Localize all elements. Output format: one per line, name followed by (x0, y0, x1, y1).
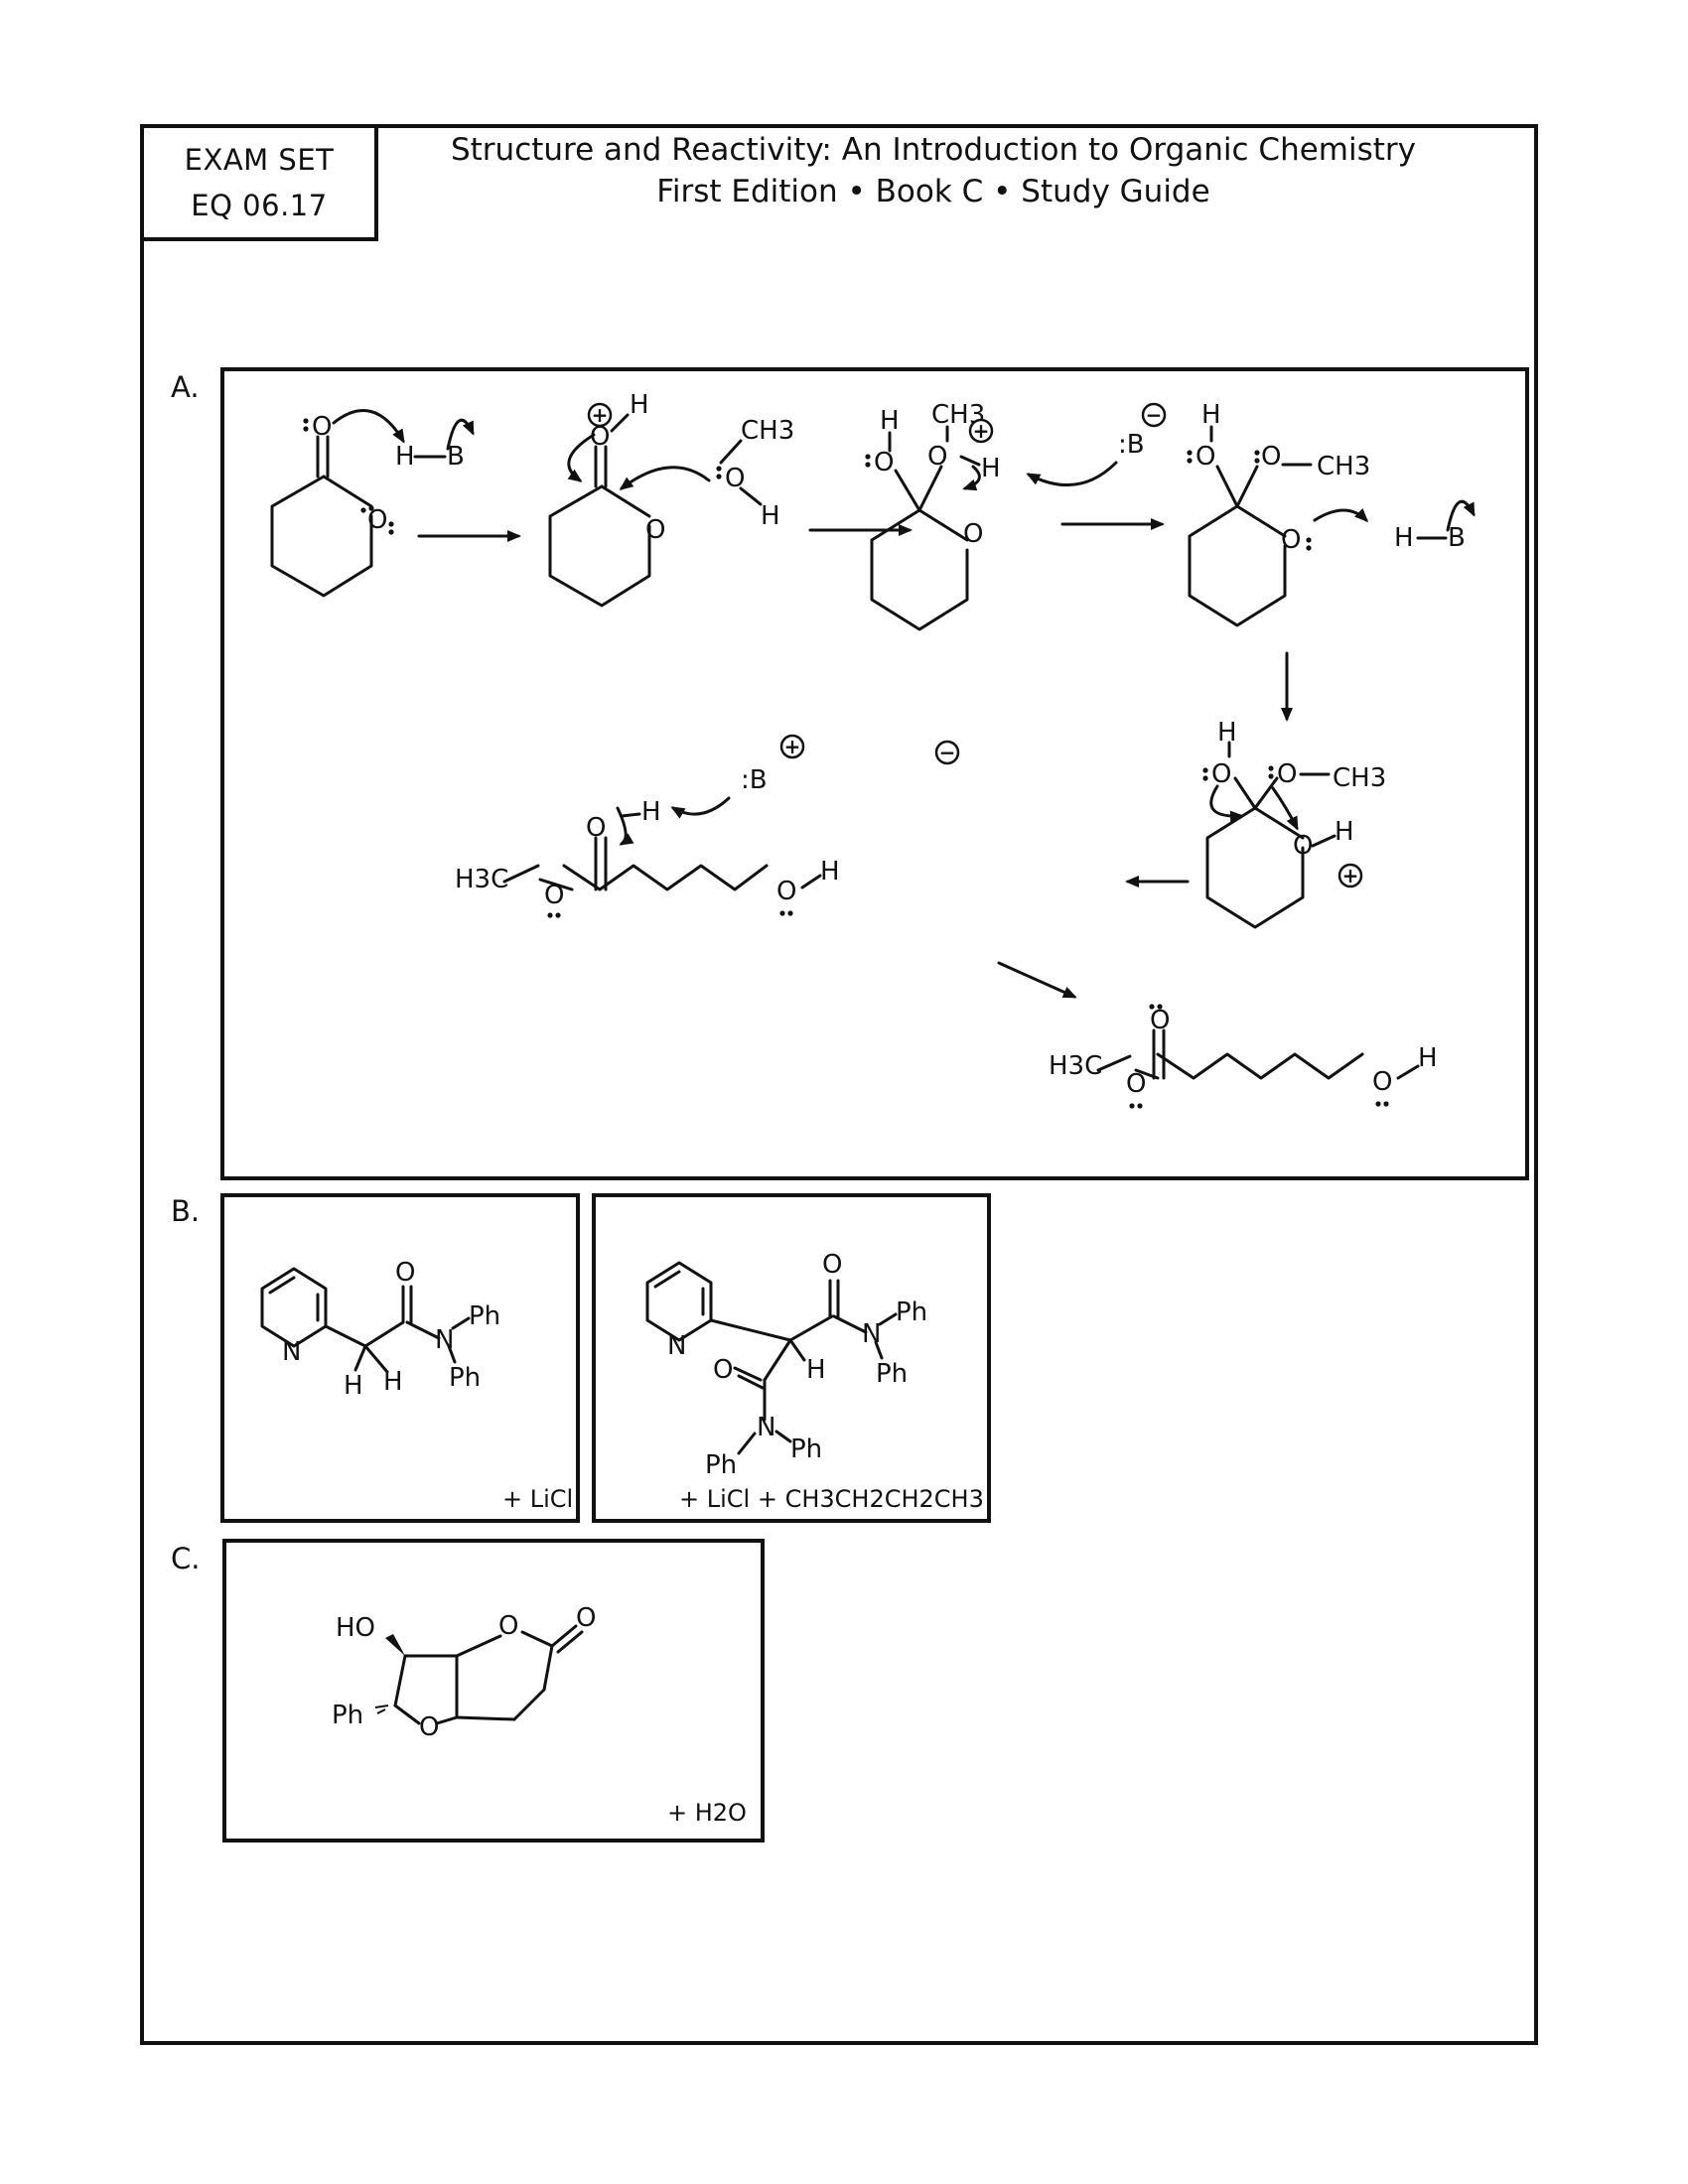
ring-1 (270, 475, 373, 598)
exam-code: EQ 06.17 (191, 189, 328, 222)
atom-o: O (1281, 525, 1301, 555)
panel-b-right: N O N Ph Ph H O N Ph Ph + LiCl + CH3CH2C… (592, 1193, 991, 1523)
mechanism-diagram: O O H B O H O O CH3 H H O O CH3 H O :B H… (270, 390, 1476, 1109)
chain-6 (562, 864, 769, 891)
atom-o: O (1293, 831, 1313, 861)
book-title: Structure and Reactivity: An Introductio… (450, 132, 1417, 168)
atom-h: H (395, 442, 415, 472)
atom-b: B (447, 442, 465, 472)
atom-o: O (498, 1611, 518, 1641)
atom-o: O (1126, 1069, 1146, 1099)
bicyclic-lactone-structure: HO O O O Ph (332, 1603, 596, 1742)
atom-h: H (1201, 400, 1221, 430)
atom-b: B (1448, 523, 1466, 553)
atom-h: H (820, 857, 840, 887)
plus-charge: + (1342, 864, 1359, 887)
atom-h: H (880, 406, 900, 436)
atom-b-anion: :B (741, 765, 768, 795)
atom-h: H (806, 1355, 826, 1385)
product-structure: N O N Ph Ph H O N Ph Ph (645, 1250, 927, 1480)
plus-charge: + (973, 419, 990, 443)
atom-o: O (1372, 1067, 1392, 1097)
atom-o: O (1261, 442, 1281, 472)
atom-o: O (874, 448, 894, 478)
byproduct-note: + H2O (667, 1799, 747, 1827)
atom-o: O (590, 422, 610, 452)
atom-h: H (1217, 718, 1237, 748)
atom-n: N (757, 1413, 775, 1442)
byproduct-note: + LiCl (502, 1485, 574, 1513)
plus-charge: + (592, 403, 609, 427)
atom-ph: Ph (705, 1450, 737, 1480)
atom-ph: Ph (469, 1301, 500, 1331)
byproduct-note: + LiCl + CH3CH2CH2CH3 (679, 1485, 984, 1513)
atom-o: O (963, 519, 983, 549)
atom-o: O (1196, 442, 1215, 472)
atom-ph: Ph (332, 1701, 363, 1730)
section-a-label: A. (171, 370, 200, 404)
plus-charge: + (784, 735, 801, 758)
section-c-label: C. (171, 1542, 201, 1575)
atom-n: N (667, 1331, 686, 1361)
minus-charge: − (1146, 403, 1163, 427)
atom-o: O (395, 1258, 415, 1288)
page-frame (140, 124, 1538, 2045)
atom-ph: Ph (876, 1359, 908, 1389)
atom-o: O (586, 813, 606, 843)
ring-2 (548, 484, 651, 608)
panel-a: O O H B O H O O CH3 H H O O CH3 H O :B H… (220, 367, 1529, 1180)
atom-o: O (367, 505, 387, 535)
atom-o: O (1211, 759, 1231, 789)
atom-ch3: CH3 (1317, 452, 1370, 481)
atom-h: H (1418, 1043, 1438, 1073)
exam-label-box: EXAM SET EQ 06.17 (140, 124, 378, 241)
ring-4 (1188, 504, 1287, 627)
atom-o: O (1150, 1006, 1170, 1035)
section-b-label: B. (171, 1194, 201, 1228)
exam-set-label: EXAM SET (184, 143, 335, 177)
atom-h3c: H3C (455, 865, 508, 894)
atom-b-anion: :B (1118, 430, 1145, 460)
atom-o: O (312, 412, 332, 442)
atom-h: H (1335, 817, 1354, 847)
atom-h: H (383, 1367, 403, 1397)
atom-n: N (435, 1325, 454, 1355)
reaction-arrow-6 (997, 961, 1077, 999)
atom-ch3: CH3 (1333, 763, 1386, 793)
atom-o: O (822, 1250, 842, 1280)
atom-h: H (641, 797, 661, 827)
atom-o: O (1277, 759, 1297, 789)
panel-b-left: N O N Ph Ph H H + LiCl (220, 1193, 580, 1523)
atom-o: O (544, 881, 564, 910)
minus-charge: − (939, 741, 956, 764)
atom-h: H (761, 501, 780, 531)
page-header: Structure and Reactivity: An Introductio… (387, 129, 1479, 212)
ring-3 (870, 508, 969, 631)
atom-o: O (927, 442, 947, 472)
atom-o: O (725, 464, 745, 493)
atom-n: N (282, 1337, 301, 1367)
atom-h: H (981, 454, 1001, 483)
atom-ho: HO (336, 1613, 375, 1643)
chain-7 (1156, 1052, 1364, 1080)
atom-h3c: H3C (1049, 1051, 1102, 1081)
atom-n: N (862, 1319, 881, 1349)
atom-ph: Ph (896, 1297, 927, 1327)
reactant-structure: N O N Ph Ph H H (260, 1258, 500, 1401)
atom-ph: Ph (449, 1363, 481, 1393)
atom-ph: Ph (790, 1434, 822, 1464)
atom-h: H (344, 1371, 363, 1401)
atom-ch3: CH3 (741, 416, 794, 446)
book-subtitle: First Edition • Book C • Study Guide (656, 174, 1210, 209)
atom-o: O (576, 1603, 596, 1633)
atom-o: O (419, 1712, 439, 1742)
atom-h: H (630, 390, 649, 420)
atom-o: O (645, 515, 665, 545)
atom-o: O (713, 1355, 733, 1385)
ring-5 (1205, 806, 1305, 929)
atom-h: H (1394, 523, 1414, 553)
atom-o: O (776, 877, 796, 906)
panel-c: HO O O O Ph + H2O (222, 1539, 765, 1843)
